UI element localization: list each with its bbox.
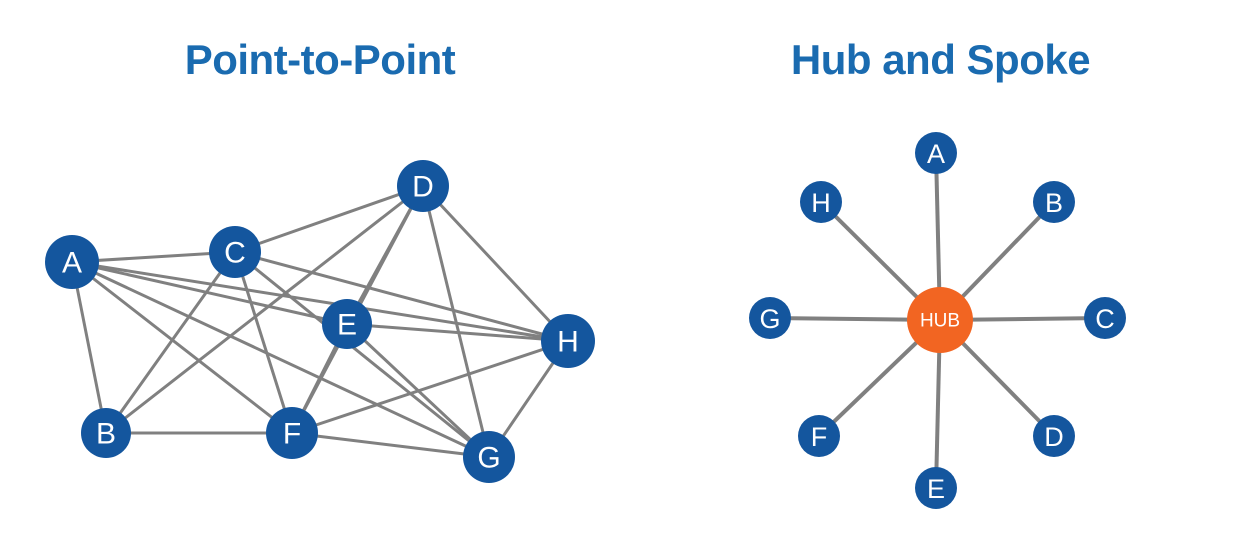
p2p-edge-F-H	[290, 339, 570, 435]
p2p-edge-A-H	[70, 260, 570, 343]
point-to-point-title: Point-to-Point	[184, 36, 456, 83]
p2p-node-circle-h	[541, 314, 595, 368]
p2p-node-circle-g	[463, 431, 515, 483]
p2p-node-f[interactable]: F	[266, 407, 318, 459]
p2p-node-e[interactable]: E	[322, 299, 372, 349]
hub-node-label-a: A	[927, 139, 945, 169]
p2p-edge-D-G	[421, 184, 491, 459]
p2p-edge-C-G	[233, 250, 491, 459]
p2p-node-g[interactable]: G	[463, 431, 515, 483]
p2p-node-circle-a	[45, 235, 99, 289]
p2p-edge-D-H	[421, 184, 570, 343]
hub-node-circle-e	[915, 467, 957, 509]
hub-and-spoke-title: Hub and Spoke	[790, 36, 1091, 83]
hub-node-label-e: E	[927, 474, 945, 504]
hub-node-circle-c	[1084, 297, 1126, 339]
p2p-node-circle-e	[322, 299, 372, 349]
hub-node-label-f: F	[811, 422, 828, 452]
p2p-node-d[interactable]: D	[397, 160, 449, 212]
p2p-edge-A-B	[70, 260, 108, 435]
p2p-edge-B-D	[104, 184, 425, 435]
p2p-edge-C-H	[233, 250, 570, 343]
p2p-edge-E-H	[345, 322, 570, 343]
hub-node-circle-f	[798, 415, 840, 457]
hub-node-g[interactable]: G	[749, 297, 791, 339]
hub-node-label-g: G	[759, 304, 780, 334]
point-to-point-node-group: A B C D E F G H	[45, 160, 595, 483]
hub-node-d[interactable]: D	[1033, 415, 1075, 457]
p2p-edge-A-C	[70, 250, 237, 264]
p2p-node-label-c: C	[224, 237, 246, 270]
p2p-edge-C-F	[233, 250, 294, 435]
p2p-edge-C-D	[233, 184, 425, 254]
p2p-node-label-b: B	[96, 418, 116, 451]
hub-node-label-d: D	[1044, 422, 1064, 452]
p2p-node-b[interactable]: B	[81, 408, 131, 458]
p2p-node-label-h: H	[557, 326, 579, 359]
hub-node-h[interactable]: H	[800, 181, 842, 223]
p2p-node-label-f: F	[283, 418, 301, 451]
hub-node-hub[interactable]: HUB	[907, 287, 973, 353]
point-to-point-edge-group	[70, 184, 570, 459]
p2p-node-label-e: E	[337, 309, 357, 342]
p2p-node-a[interactable]: A	[45, 235, 99, 289]
hub-node-a[interactable]: A	[915, 132, 957, 174]
p2p-node-circle-d	[397, 160, 449, 212]
hub-node-circle-d	[1033, 415, 1075, 457]
hub-node-circle-h	[800, 181, 842, 223]
hub-node-label-hub: HUB	[920, 311, 960, 332]
p2p-node-circle-c	[209, 226, 261, 278]
hub-spoke-node-group: A B C D E F G H HUB	[749, 132, 1126, 509]
hub-node-c[interactable]: C	[1084, 297, 1126, 339]
hub-node-label-h: H	[811, 188, 831, 218]
p2p-edge-A-G	[70, 260, 491, 459]
hub-node-circle-hub	[907, 287, 973, 353]
hub-node-e[interactable]: E	[915, 467, 957, 509]
hub-node-label-b: B	[1045, 188, 1063, 218]
p2p-edge-A-F	[70, 260, 294, 435]
hub-node-circle-a	[915, 132, 957, 174]
p2p-node-c[interactable]: C	[209, 226, 261, 278]
p2p-edge-F-G	[290, 431, 491, 459]
p2p-node-circle-f	[266, 407, 318, 459]
p2p-edge-B-C	[104, 250, 237, 435]
hub-node-circle-b	[1033, 181, 1075, 223]
hub-node-label-c: C	[1095, 304, 1115, 334]
hub-node-circle-g	[749, 297, 791, 339]
p2p-node-h[interactable]: H	[541, 314, 595, 368]
p2p-node-label-g: G	[477, 442, 500, 475]
p2p-edge-A-E	[70, 260, 349, 326]
p2p-node-label-d: D	[412, 171, 434, 204]
hub-node-b[interactable]: B	[1033, 181, 1075, 223]
hub-node-f[interactable]: F	[798, 415, 840, 457]
p2p-node-circle-b	[81, 408, 131, 458]
p2p-node-label-a: A	[62, 247, 82, 280]
